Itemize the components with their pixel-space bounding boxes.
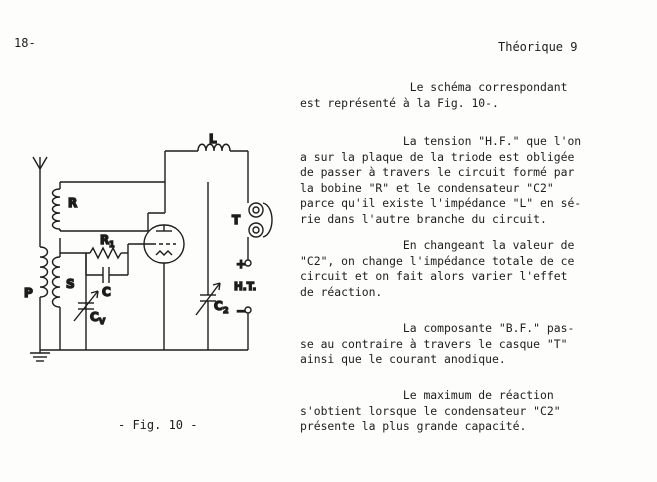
section-title: Théorique 9 xyxy=(498,40,578,54)
label-c: C xyxy=(102,285,111,299)
variable-capacitor-cv xyxy=(73,290,99,322)
circuit-diagram: L R R 1 C T + − H.T. P S C V C 2 xyxy=(23,131,273,362)
capacitor-c xyxy=(86,267,128,283)
paragraph-4: La composante "B.F." pas- se au contrair… xyxy=(300,321,575,366)
label-ht: H.T. xyxy=(234,281,256,293)
label-r: R xyxy=(68,196,77,210)
coil-r xyxy=(51,182,61,231)
paragraph-5: Le maximum de réaction s'obtient lorsque… xyxy=(300,388,561,433)
label-minus: − xyxy=(236,304,246,318)
paragraph-3: En changeant la valeur de "C2", on chang… xyxy=(300,238,575,299)
choke-l xyxy=(197,143,231,152)
label-l: L xyxy=(209,132,217,146)
resistor-r1 xyxy=(89,246,122,260)
label-r1-sub: 1 xyxy=(109,240,115,249)
headphones-icon xyxy=(247,202,273,260)
label-t: T xyxy=(232,213,241,227)
figure-caption: - Fig. 10 - xyxy=(118,418,198,432)
label-c2: C xyxy=(214,299,223,313)
coil-p xyxy=(39,246,49,353)
ground-icon xyxy=(30,352,50,362)
page-number: 18- xyxy=(14,36,36,50)
paragraph-2: La tension "H.F." que l'on a sur la plaq… xyxy=(300,134,582,226)
label-p: P xyxy=(24,286,33,300)
label-c2-sub: 2 xyxy=(223,306,229,315)
label-cv: C xyxy=(90,310,99,324)
paragraph-1: Le schéma correspondant est représenté à… xyxy=(300,80,568,110)
antenna-icon xyxy=(32,156,48,247)
label-cv-sub: V xyxy=(99,317,106,326)
label-s: S xyxy=(66,277,75,291)
variable-capacitor-c2 xyxy=(195,282,221,350)
coil-s xyxy=(51,238,61,350)
label-r1: R xyxy=(100,233,109,247)
label-plus: + xyxy=(236,257,246,271)
